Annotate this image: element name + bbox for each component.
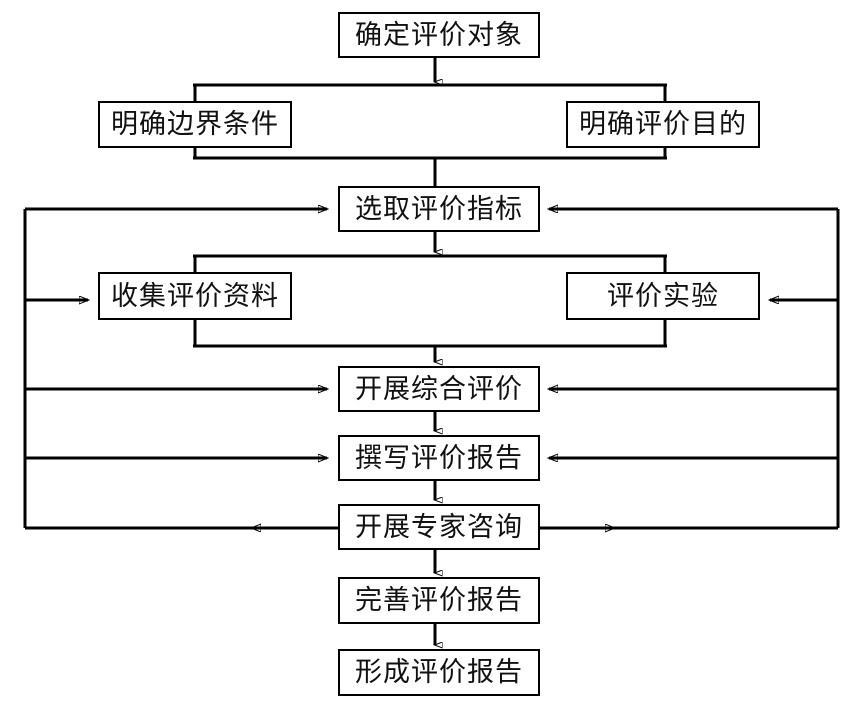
node-form-report-label: 形成评价报告 xyxy=(355,657,523,687)
node-determine-object-label: 确定评价对象 xyxy=(355,19,523,50)
node-improve-report-label: 完善评价报告 xyxy=(355,585,523,615)
node-comprehensive-evaluation[interactable]: 开展综合评价 xyxy=(338,366,540,412)
node-evaluation-purpose-label: 明确评价目的 xyxy=(579,109,747,139)
node-select-indicators-label: 选取评价指标 xyxy=(355,193,523,224)
node-write-report-label: 撰写评价报告 xyxy=(355,442,523,473)
node-comprehensive-evaluation-label: 开展综合评价 xyxy=(355,373,523,404)
node-determine-object[interactable]: 确定评价对象 xyxy=(338,12,540,58)
node-select-indicators[interactable]: 选取评价指标 xyxy=(338,186,540,232)
node-evaluation-experiment-label: 评价实验 xyxy=(607,280,719,311)
node-evaluation-purpose[interactable]: 明确评价目的 xyxy=(566,101,760,148)
node-boundary-conditions[interactable]: 明确边界条件 xyxy=(98,101,292,148)
node-collect-materials[interactable]: 收集评价资料 xyxy=(98,272,292,320)
node-collect-materials-label: 收集评价资料 xyxy=(111,280,279,311)
node-write-report[interactable]: 撰写评价报告 xyxy=(338,435,540,481)
node-expert-consultation[interactable]: 开展专家咨询 xyxy=(338,504,540,550)
node-improve-report[interactable]: 完善评价报告 xyxy=(338,577,540,624)
node-expert-consultation-label: 开展专家咨询 xyxy=(355,511,523,542)
node-boundary-conditions-label: 明确边界条件 xyxy=(111,109,279,139)
node-evaluation-experiment[interactable]: 评价实验 xyxy=(566,272,760,320)
node-form-report[interactable]: 形成评价报告 xyxy=(338,649,540,696)
